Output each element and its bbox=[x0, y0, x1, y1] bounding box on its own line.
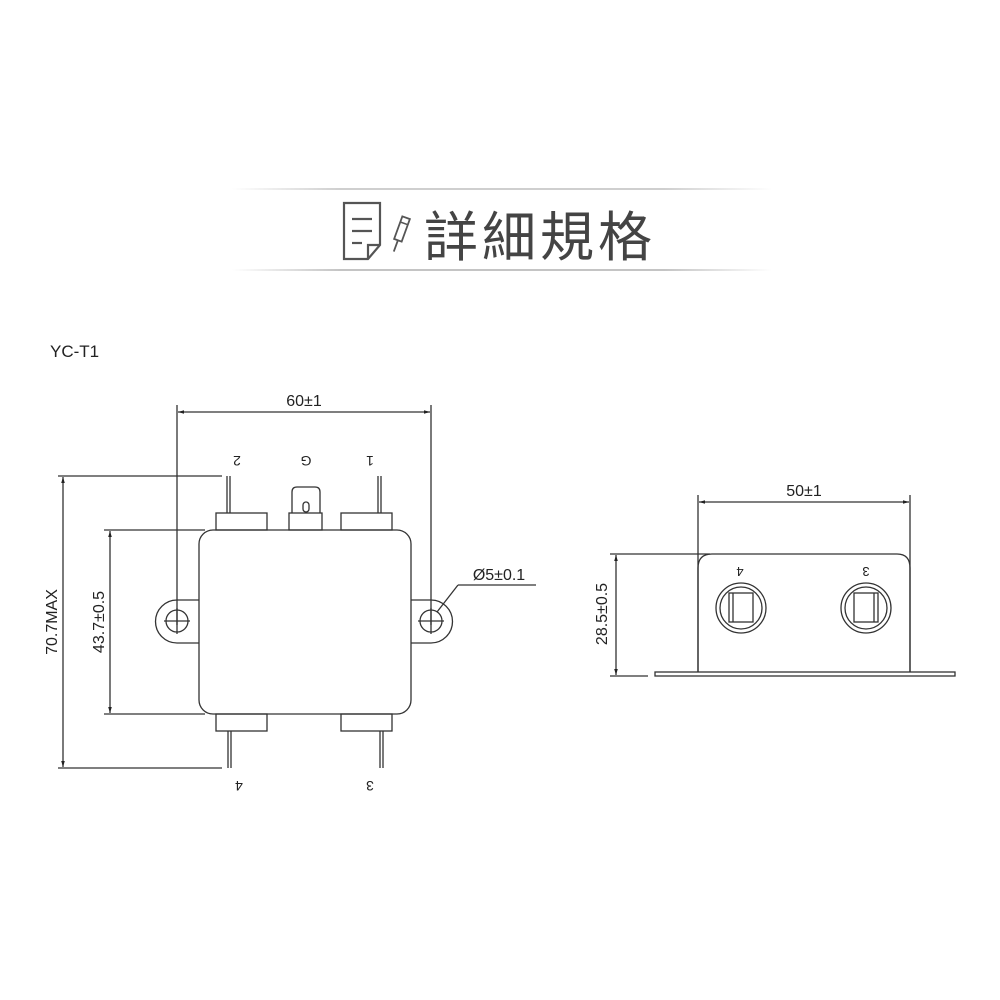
front-view bbox=[58, 405, 536, 769]
max-height-dim: 70.7MAX bbox=[44, 589, 61, 655]
terminal-label-g: G bbox=[301, 453, 312, 469]
side-view-labels: 50±1 28.5±0.5 4 3 bbox=[594, 483, 870, 645]
front-width-dim: 60±1 bbox=[286, 393, 322, 410]
section-header: 詳細規格 bbox=[340, 200, 656, 269]
hole-diameter-dim: Ø5±0.1 bbox=[473, 567, 525, 584]
side-terminal-label-3: 3 bbox=[862, 564, 869, 579]
header-divider-top bbox=[232, 188, 772, 190]
side-terminal-label-4: 4 bbox=[736, 564, 743, 579]
header-divider-bottom bbox=[232, 269, 772, 271]
section-title: 詳細規格 bbox=[424, 205, 656, 269]
front-view-labels: 60±1 Ø5±0.1 70.7MAX 43.7±0.5 2 G 1 4 3 bbox=[44, 393, 525, 794]
side-width-dim: 50±1 bbox=[786, 483, 822, 500]
side-view bbox=[610, 495, 956, 677]
terminal-label-1: 1 bbox=[366, 453, 374, 469]
side-height-dim: 28.5±0.5 bbox=[594, 583, 611, 645]
terminal-label-3: 3 bbox=[366, 778, 374, 794]
document-pen-icon bbox=[342, 201, 412, 261]
terminal-label-4: 4 bbox=[235, 778, 243, 794]
model-label: YC-T1 bbox=[50, 342, 100, 361]
body-height-dim: 43.7±0.5 bbox=[91, 591, 108, 653]
terminal-label-2: 2 bbox=[233, 453, 241, 469]
